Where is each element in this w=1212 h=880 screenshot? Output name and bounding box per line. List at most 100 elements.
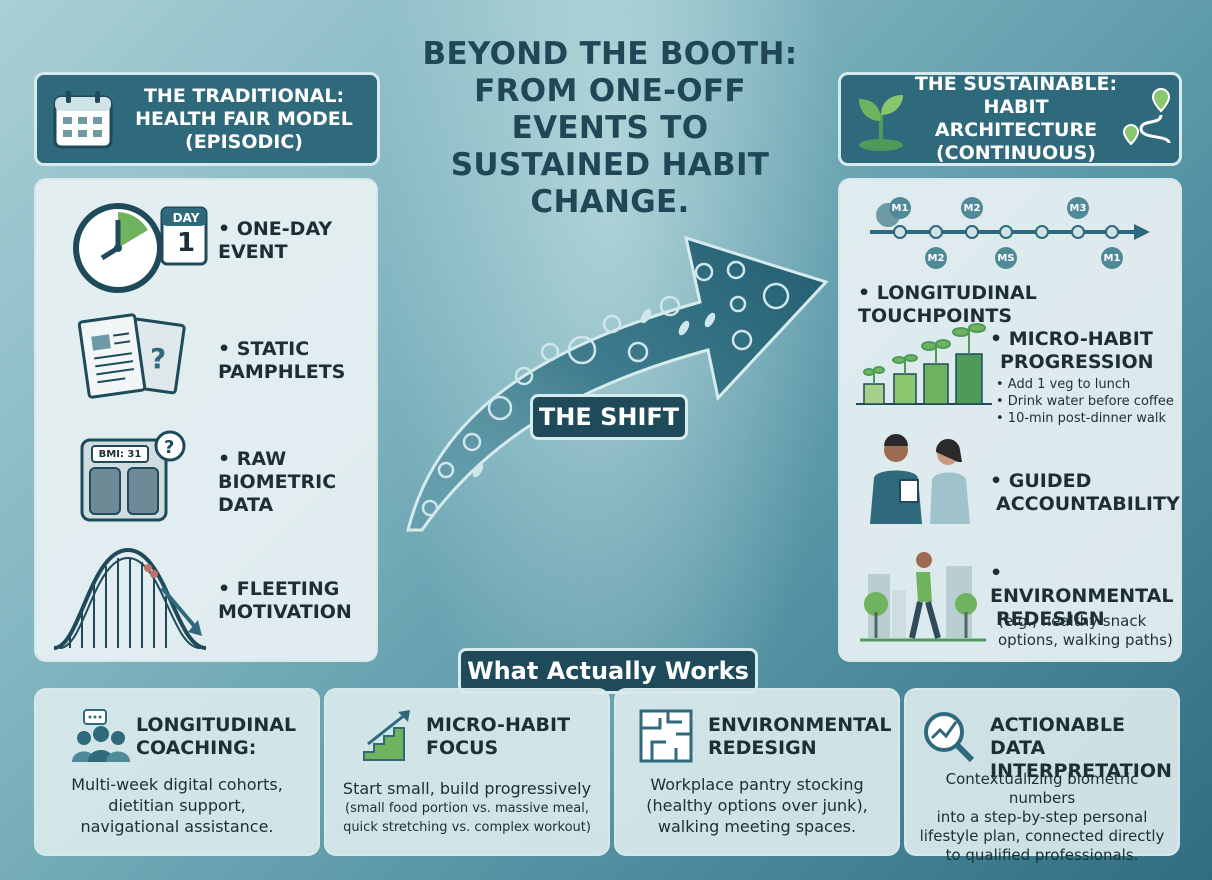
card-2-title-line-1: MICRO-HABIT — [426, 714, 571, 736]
title-line-3: SUSTAINED HABIT CHANGE. — [450, 147, 770, 220]
sprout-icon — [859, 95, 903, 151]
day-badge: DAY — [172, 211, 200, 225]
micro-habit-sub-1: • Add 1 veg to lunch — [996, 377, 1131, 392]
card-actionable-data: ACTIONABLE DATA INTERPRETATION Contextua… — [904, 688, 1180, 864]
fleeting-motivation-label: • FLEETING MOTIVATION — [218, 578, 352, 624]
environmental-redesign-label: • ENVIRONMENTAL REDESIGN — [990, 562, 1180, 631]
micro-habit-sub-2: • Drink water before coffee — [996, 394, 1174, 409]
timeline-top-2: M2 — [963, 203, 981, 214]
static-pamphlets-line-1: • STATIC — [218, 338, 310, 360]
one-day-event-line-1: • ONE-DAY — [218, 218, 333, 240]
fleeting-motivation-line-1: • FLEETING — [218, 578, 340, 600]
group-chat-icon — [72, 709, 130, 762]
guided-accountability-line-2: ACCOUNTABILITY — [996, 493, 1180, 515]
traditional-panel: DAY 1 • ONE-DAY EVENT ? • STATIC PAMPHLE… — [34, 178, 378, 662]
card-4-body-line-4: to qualified professionals. — [945, 846, 1139, 864]
card-3-body: Workplace pantry stocking (healthy optio… — [622, 774, 892, 837]
card-1-title: LONGITUDINAL COACHING: — [136, 714, 316, 760]
magnifier-chart-icon — [924, 712, 975, 763]
sustainable-header-line-3: (CONTINUOUS) — [936, 142, 1096, 164]
environmental-sub-2: options, walking paths) — [998, 631, 1173, 649]
scale-icon: ? — [80, 430, 186, 522]
raw-biometric-label: • RAW BIOMETRIC DATA — [218, 448, 336, 517]
card-2-body: Start small, build progressively (small … — [332, 778, 602, 837]
card-3-body-line-1: Workplace pantry stocking — [650, 775, 864, 794]
timeline-top-1: M1 — [891, 203, 909, 214]
card-2-title-line-2: FOCUS — [426, 737, 499, 759]
one-day-event-line-2: EVENT — [218, 241, 288, 263]
raw-biometric-line-1: • RAW — [218, 448, 287, 470]
card-2-body-line-1: Start small, build progressively — [342, 779, 592, 798]
card-4-title-line-2: INTERPRETATION — [990, 760, 1172, 782]
coach-people-icon — [870, 434, 970, 524]
card-3-title-line-1: ENVIRONMENTAL — [708, 714, 892, 736]
card-3-title: ENVIRONMENTAL REDESIGN — [708, 714, 892, 760]
timeline-bottom-3: M1 — [1103, 253, 1121, 264]
calendar-icon — [53, 91, 113, 149]
title-line-1: BEYOND THE BOOTH: — [422, 36, 798, 72]
micro-habit-line-2: PROGRESSION — [1000, 351, 1154, 373]
traditional-header-line-1: THE TRADITIONAL: — [143, 84, 345, 107]
micro-habit-sublist: • Add 1 veg to lunch • Drink water befor… — [996, 376, 1174, 427]
pamphlet-icon: ? — [78, 313, 186, 399]
card-1-body-line-2: dietitian support, — [108, 796, 246, 815]
card-1-title-line-2: COACHING: — [136, 737, 257, 759]
card-2-title: MICRO-HABIT FOCUS — [426, 714, 606, 760]
rollercoaster-icon — [53, 547, 207, 650]
traditional-header-line-2: HEALTH FAIR MODEL — [135, 107, 353, 130]
traditional-header-line-3: (EPISODIC) — [185, 130, 303, 153]
sustainable-header-line-2: HABIT ARCHITECTURE — [934, 96, 1098, 141]
guided-accountability-line-1: • GUIDED — [990, 470, 1092, 492]
sustainable-header-line-1: THE SUSTAINABLE: — [914, 73, 1118, 95]
micro-habit-line-1: • MICRO-HABIT — [990, 328, 1153, 350]
micro-habit-sub-3: • 10-min post-dinner walk — [996, 411, 1167, 426]
sustainable-panel: M1 M2 M3 M2 MS M1 • LONGITUDINAL TOUCHPO… — [838, 178, 1182, 662]
card-4-title-line-1: ACTIONABLE DATA — [990, 714, 1126, 759]
static-pamphlets-label: • STATIC PAMPHLETS — [218, 338, 345, 384]
static-pamphlets-line-2: PAMPHLETS — [218, 361, 346, 383]
svg-text:?: ? — [164, 437, 174, 458]
card-longitudinal-coaching: LONGITUDINAL COACHING: Multi-week digita… — [34, 688, 320, 856]
card-4-body: Contextualizing biometric numbers into a… — [912, 770, 1172, 865]
raw-biometric-line-2: BIOMETRIC — [218, 471, 337, 493]
route-pin-icon — [1122, 87, 1171, 146]
card-4-title: ACTIONABLE DATA INTERPRETATION — [990, 714, 1180, 783]
bmi-readout: BMI: 31 — [98, 449, 142, 460]
environmental-redesign-line-2: REDESIGN — [996, 608, 1105, 630]
card-1-body-line-3: navigational assistance. — [80, 817, 274, 836]
floorplan-icon — [639, 709, 693, 763]
day-number: 1 — [176, 228, 196, 258]
main-title: BEYOND THE BOOTH: FROM ONE-OFF EVENTS TO… — [400, 36, 820, 221]
timeline-bottom-1: M2 — [927, 253, 945, 264]
environmental-redesign-sub: (e.g., healthy snack options, walking pa… — [998, 612, 1173, 650]
card-3-body-line-2: (healthy options over junk), — [646, 796, 868, 815]
card-4-body-line-1: Contextualizing biometric numbers — [945, 770, 1139, 807]
card-micro-habit-focus: MICRO-HABIT FOCUS Start small, build pro… — [324, 688, 610, 856]
card-2-body-line-3: quick stretching vs. complex workout) — [343, 820, 591, 835]
what-actually-works-badge: What Actually Works — [458, 648, 758, 694]
raw-biometric-line-3: DATA — [218, 494, 274, 516]
card-environmental-redesign: ENVIRONMENTAL REDESIGN Workplace pantry … — [614, 688, 900, 856]
timeline-icon — [870, 197, 1150, 269]
card-1-title-line-1: LONGITUDINAL — [136, 714, 297, 736]
shift-badge: THE SHIFT — [530, 394, 688, 440]
traditional-header: THE TRADITIONAL: HEALTH FAIR MODEL (EPIS… — [34, 72, 380, 166]
guided-accountability-label: • GUIDED ACCOUNTABILITY — [990, 470, 1180, 516]
card-1-body-line-1: Multi-week digital cohorts, — [71, 775, 283, 794]
longitudinal-touchpoints-label: • LONGITUDINAL TOUCHPOINTS — [858, 282, 1037, 327]
clock-calendar-icon — [73, 203, 208, 293]
growing-bars-icon — [856, 323, 992, 405]
shift-arrow — [406, 235, 829, 532]
sustainable-header: THE SUSTAINABLE: HABIT ARCHITECTURE (CON… — [838, 72, 1182, 166]
timeline-bottom-2: MS — [997, 253, 1015, 264]
fleeting-motivation-line-2: MOTIVATION — [218, 601, 352, 623]
svg-text:?: ? — [150, 342, 166, 375]
environmental-sub-1: (e.g., healthy snack — [998, 612, 1147, 630]
card-4-body-line-3: lifestyle plan, connected directly — [919, 827, 1165, 845]
card-2-body-line-2: (small food portion vs. massive meal, — [345, 801, 589, 816]
walking-city-icon — [860, 552, 986, 642]
card-4-body-line-2: into a step-by-step personal — [936, 808, 1148, 826]
card-3-body-line-3: walking meeting spaces. — [657, 817, 857, 836]
title-line-2: FROM ONE-OFF EVENTS TO — [474, 73, 746, 146]
micro-habit-progression-label: • MICRO-HABIT PROGRESSION — [990, 328, 1154, 374]
